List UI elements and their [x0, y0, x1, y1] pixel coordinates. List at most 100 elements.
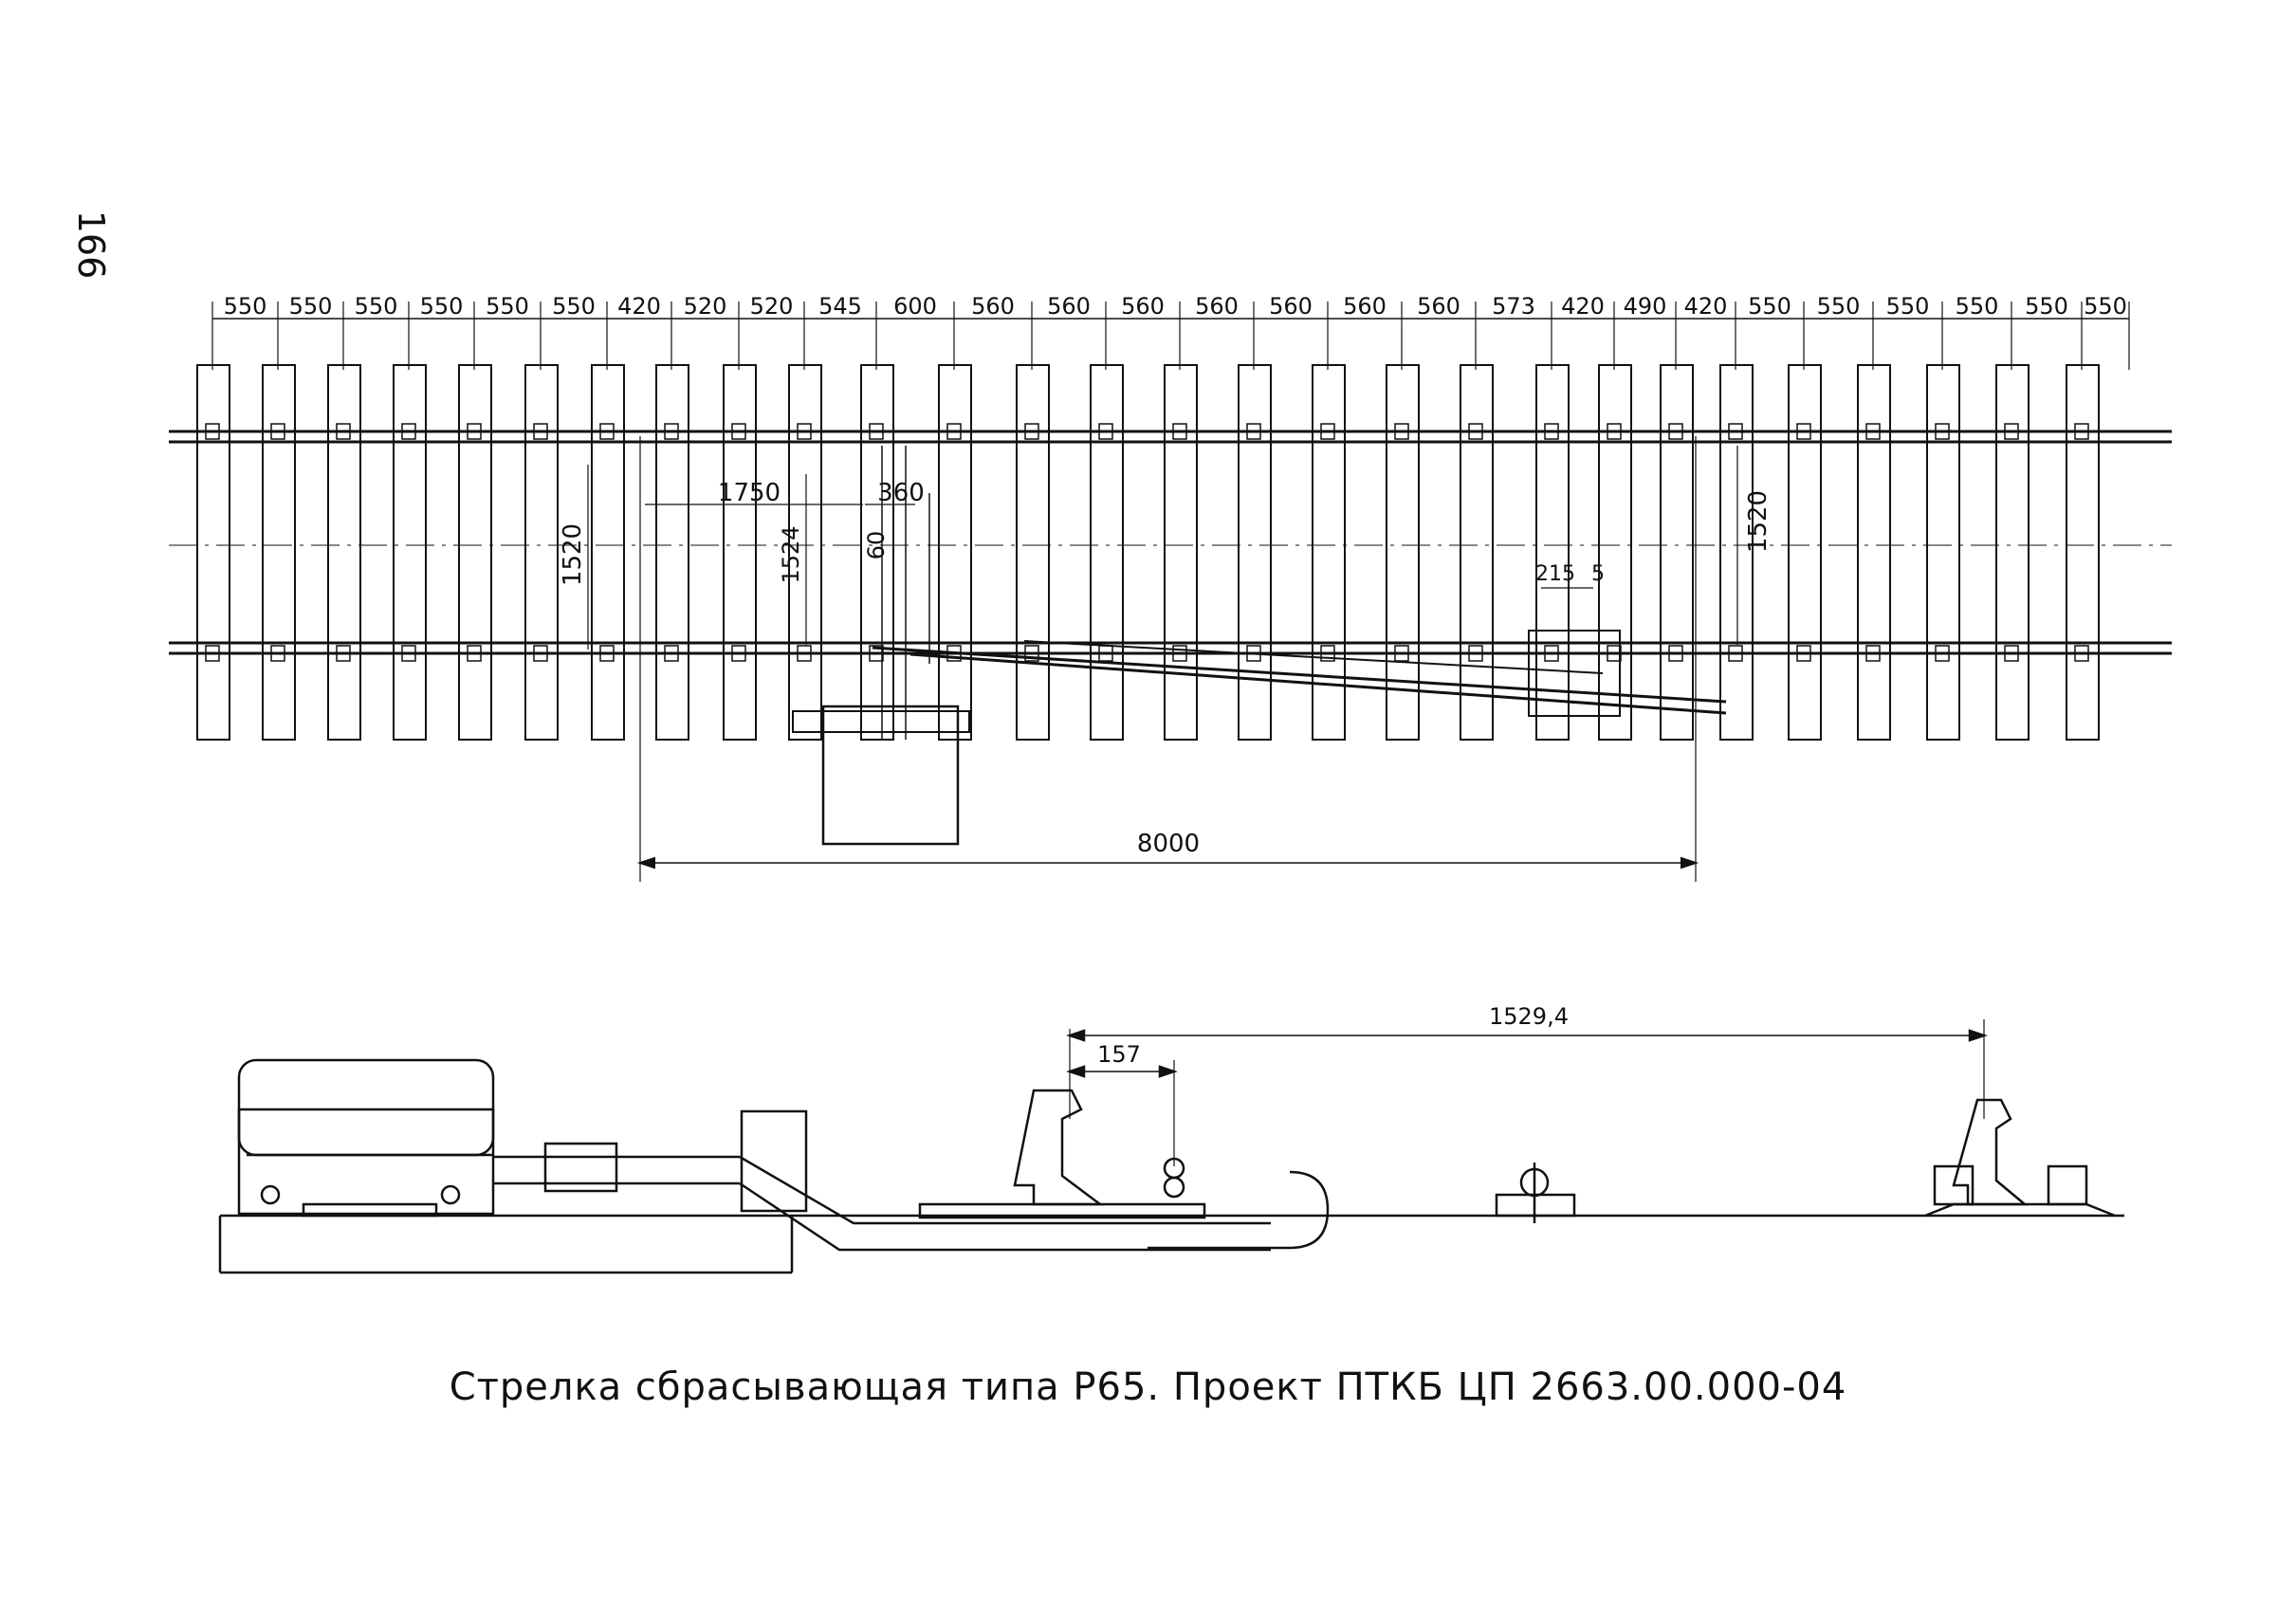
- rail-fastener: [2074, 423, 2089, 440]
- sleeper: [591, 364, 625, 741]
- rail-fastener: [1728, 645, 1743, 662]
- spacing-label: 560: [971, 293, 1015, 320]
- spacing-label: 420: [1561, 293, 1605, 320]
- rail-fastener: [1607, 423, 1622, 440]
- spacing-label: 490: [1624, 293, 1667, 320]
- spacing-label: 550: [289, 293, 333, 320]
- motor-housing: [237, 1058, 495, 1157]
- rail-fastener: [2004, 645, 2019, 662]
- clamp-block: [1528, 630, 1621, 717]
- spacing-label: 550: [1817, 293, 1861, 320]
- rail-fastener: [1935, 423, 1950, 440]
- sleeper: [1238, 364, 1272, 741]
- spacing-label: 520: [684, 293, 727, 320]
- sleeper: [788, 364, 822, 741]
- spacing-label: 550: [420, 293, 464, 320]
- rail-fastener: [1024, 645, 1039, 662]
- rail-a: [1013, 1089, 1104, 1206]
- rail-fastener: [1320, 423, 1335, 440]
- sleeper: [938, 364, 972, 741]
- rail-fastener: [533, 423, 548, 440]
- sleeper: [196, 364, 230, 741]
- rail-fastener: [731, 423, 746, 440]
- rail-fastener: [1668, 645, 1683, 662]
- sleeper: [1460, 364, 1494, 741]
- diverging-rail-1: [872, 646, 1727, 704]
- rail-fastener: [1098, 645, 1113, 662]
- spacing-label: 550: [355, 293, 398, 320]
- spacing-label: 560: [1195, 293, 1239, 320]
- rail-fastener: [533, 645, 548, 662]
- dim-1520-left: 1520: [559, 523, 587, 586]
- sleeper: [262, 364, 296, 741]
- rail-fastener: [336, 645, 351, 662]
- sleeper: [1995, 364, 2030, 741]
- rail-fastener: [946, 423, 962, 440]
- rail-fastener: [1668, 423, 1683, 440]
- rail-fastener: [1172, 423, 1187, 440]
- dim-215: 215: [1535, 562, 1575, 586]
- sleeper: [860, 364, 894, 741]
- spacing-label: 420: [617, 293, 661, 320]
- sleeper: [1788, 364, 1822, 741]
- spacing-label: 550: [486, 293, 529, 320]
- sleeper: [524, 364, 559, 741]
- rail-fastener: [467, 423, 482, 440]
- rail-fastener: [1728, 423, 1743, 440]
- sleeper: [327, 364, 361, 741]
- rail-fastener: [2004, 423, 2019, 440]
- drive-housing: [821, 705, 960, 846]
- sleeper: [655, 364, 689, 741]
- rail-fastener: [1935, 645, 1950, 662]
- dim-8000: 8000: [1137, 830, 1200, 858]
- sleeper: [2066, 364, 2100, 741]
- sleeper: [458, 364, 492, 741]
- rail-fastener: [467, 645, 482, 662]
- sleeper: [1312, 364, 1346, 741]
- sleeper: [393, 364, 427, 741]
- dim-1520-right: 1520: [1744, 490, 1773, 553]
- rail-fastener: [1865, 423, 1881, 440]
- rail-fastener: [1172, 645, 1187, 662]
- dim-60: 60: [863, 531, 890, 560]
- spacing-label: 573: [1492, 293, 1535, 320]
- spacing-label: 420: [1684, 293, 1728, 320]
- motor-body: [237, 1108, 495, 1216]
- rail-fastener: [1024, 423, 1039, 440]
- spacing-label: 550: [2084, 293, 2127, 320]
- sleeper: [1719, 364, 1754, 741]
- rail-fastener: [1468, 423, 1483, 440]
- dim-5: 5: [1591, 562, 1605, 586]
- rail-fastener: [869, 645, 884, 662]
- sleeper: [1660, 364, 1694, 741]
- sleeper: [1857, 364, 1891, 741]
- rail-fastener: [797, 645, 812, 662]
- rail-fastener: [336, 423, 351, 440]
- rail-fastener: [664, 423, 679, 440]
- sleeper: [1386, 364, 1420, 741]
- rail-fastener: [1394, 423, 1409, 440]
- spacing-label: 560: [1417, 293, 1460, 320]
- rail-fastener: [797, 423, 812, 440]
- sleeper: [1926, 364, 1960, 741]
- rail-fastener: [946, 645, 962, 662]
- dim-1750: 1750: [718, 479, 781, 507]
- rail-fastener: [401, 423, 416, 440]
- rail-fastener: [205, 423, 220, 440]
- rail-fastener: [599, 645, 615, 662]
- dim-360: 360: [877, 479, 925, 507]
- rail-fastener: [1865, 645, 1881, 662]
- spacing-label: 560: [1269, 293, 1313, 320]
- rail-fastener: [2074, 645, 2089, 662]
- rail-fastener: [599, 423, 615, 440]
- drive-base: [792, 710, 970, 733]
- spacing-label: 550: [2025, 293, 2068, 320]
- sleeper: [1535, 364, 1570, 741]
- dim-1524: 1524: [778, 525, 804, 583]
- rail-fastener: [1246, 645, 1261, 662]
- spacing-label: 545: [818, 293, 862, 320]
- rail-fastener: [401, 645, 416, 662]
- spacing-label: 550: [1886, 293, 1930, 320]
- sleeper: [1598, 364, 1632, 741]
